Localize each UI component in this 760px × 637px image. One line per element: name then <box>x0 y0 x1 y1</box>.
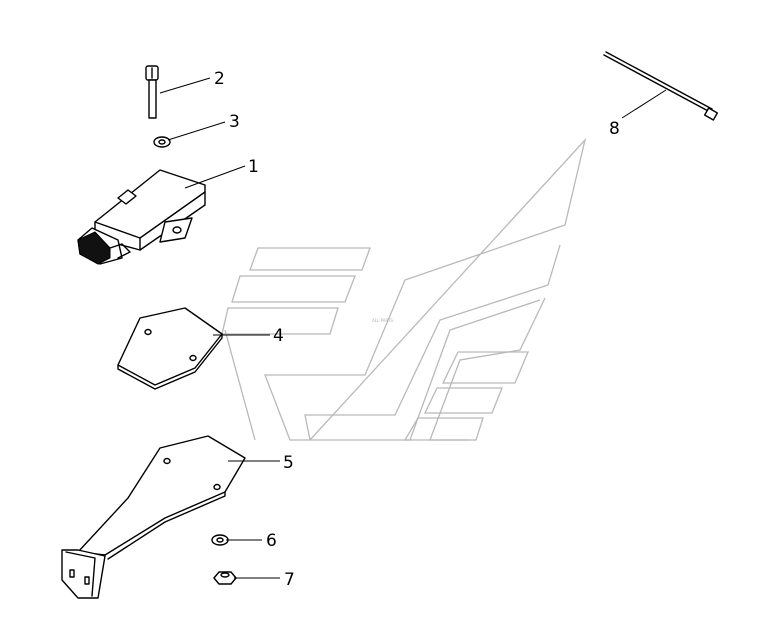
bracket-arm <box>77 435 246 556</box>
watermark-bar-2 <box>231 275 356 303</box>
nut-body <box>213 571 237 585</box>
part-module <box>77 169 206 265</box>
watermark-wing-inner <box>429 297 546 441</box>
part-bolt <box>145 65 159 119</box>
washer-outer <box>153 136 171 148</box>
watermark-text: ALL-PARTS <box>372 318 393 323</box>
part-plate <box>117 307 223 390</box>
leader-3 <box>167 121 226 141</box>
watermark-bar-5 <box>423 387 503 414</box>
leader-8 <box>621 89 667 119</box>
plate-thickness <box>117 333 223 390</box>
watermark-bar-6 <box>403 417 484 441</box>
cable-tie-strap <box>603 51 713 113</box>
bolt-shank <box>148 79 157 119</box>
bracket-slot-1 <box>69 569 75 578</box>
washer-hole <box>158 139 166 145</box>
module-connector-latch <box>109 243 131 259</box>
callout-2: 2 <box>214 69 225 89</box>
part-bracket <box>61 435 246 599</box>
nut-hole <box>220 572 230 578</box>
callout-7: 7 <box>284 570 295 590</box>
watermark-bar-3 <box>221 307 339 335</box>
callout-3: 3 <box>229 112 240 132</box>
watermark-bar-1 <box>249 247 371 271</box>
plate-hole-1 <box>144 328 152 336</box>
watermark-wing-outer <box>264 137 587 441</box>
bracket-slot-2 <box>84 576 90 585</box>
callout-labels: 1 2 3 4 5 6 7 8 <box>214 69 620 590</box>
bracket-hole-1 <box>163 457 171 465</box>
module-rear-tab <box>117 189 137 205</box>
leader-lines <box>159 77 667 579</box>
plate-hole-2 <box>189 354 197 362</box>
module-mount-hole <box>172 226 182 234</box>
callout-4: 4 <box>273 326 284 346</box>
module-mount-tab <box>159 217 193 243</box>
bracket-bend <box>65 551 96 597</box>
bracket-arm-edge <box>107 491 226 560</box>
callout-6: 6 <box>266 531 277 551</box>
washer-bottom-hole <box>216 537 224 543</box>
watermark-left-stroke <box>224 329 256 441</box>
watermark-wing-middle <box>304 244 561 441</box>
plate-body <box>117 307 223 386</box>
module-connector-plug <box>77 231 111 265</box>
watermark-logo: ALL-PARTS <box>221 137 587 441</box>
washer-bottom-outer <box>211 534 229 546</box>
bracket-hole-2 <box>213 483 221 491</box>
leader-2 <box>159 77 211 94</box>
bracket-foot <box>61 549 106 599</box>
callout-5: 5 <box>283 453 294 473</box>
part-washer-bottom <box>211 534 229 546</box>
callout-1: 1 <box>248 157 259 177</box>
watermark-bar-4 <box>441 351 529 384</box>
leader-1 <box>184 165 246 189</box>
part-nut <box>213 571 237 585</box>
part-washer-top <box>153 136 171 148</box>
part-cable-tie <box>603 51 719 121</box>
cable-tie-head <box>703 107 719 121</box>
callout-8: 8 <box>609 119 620 139</box>
